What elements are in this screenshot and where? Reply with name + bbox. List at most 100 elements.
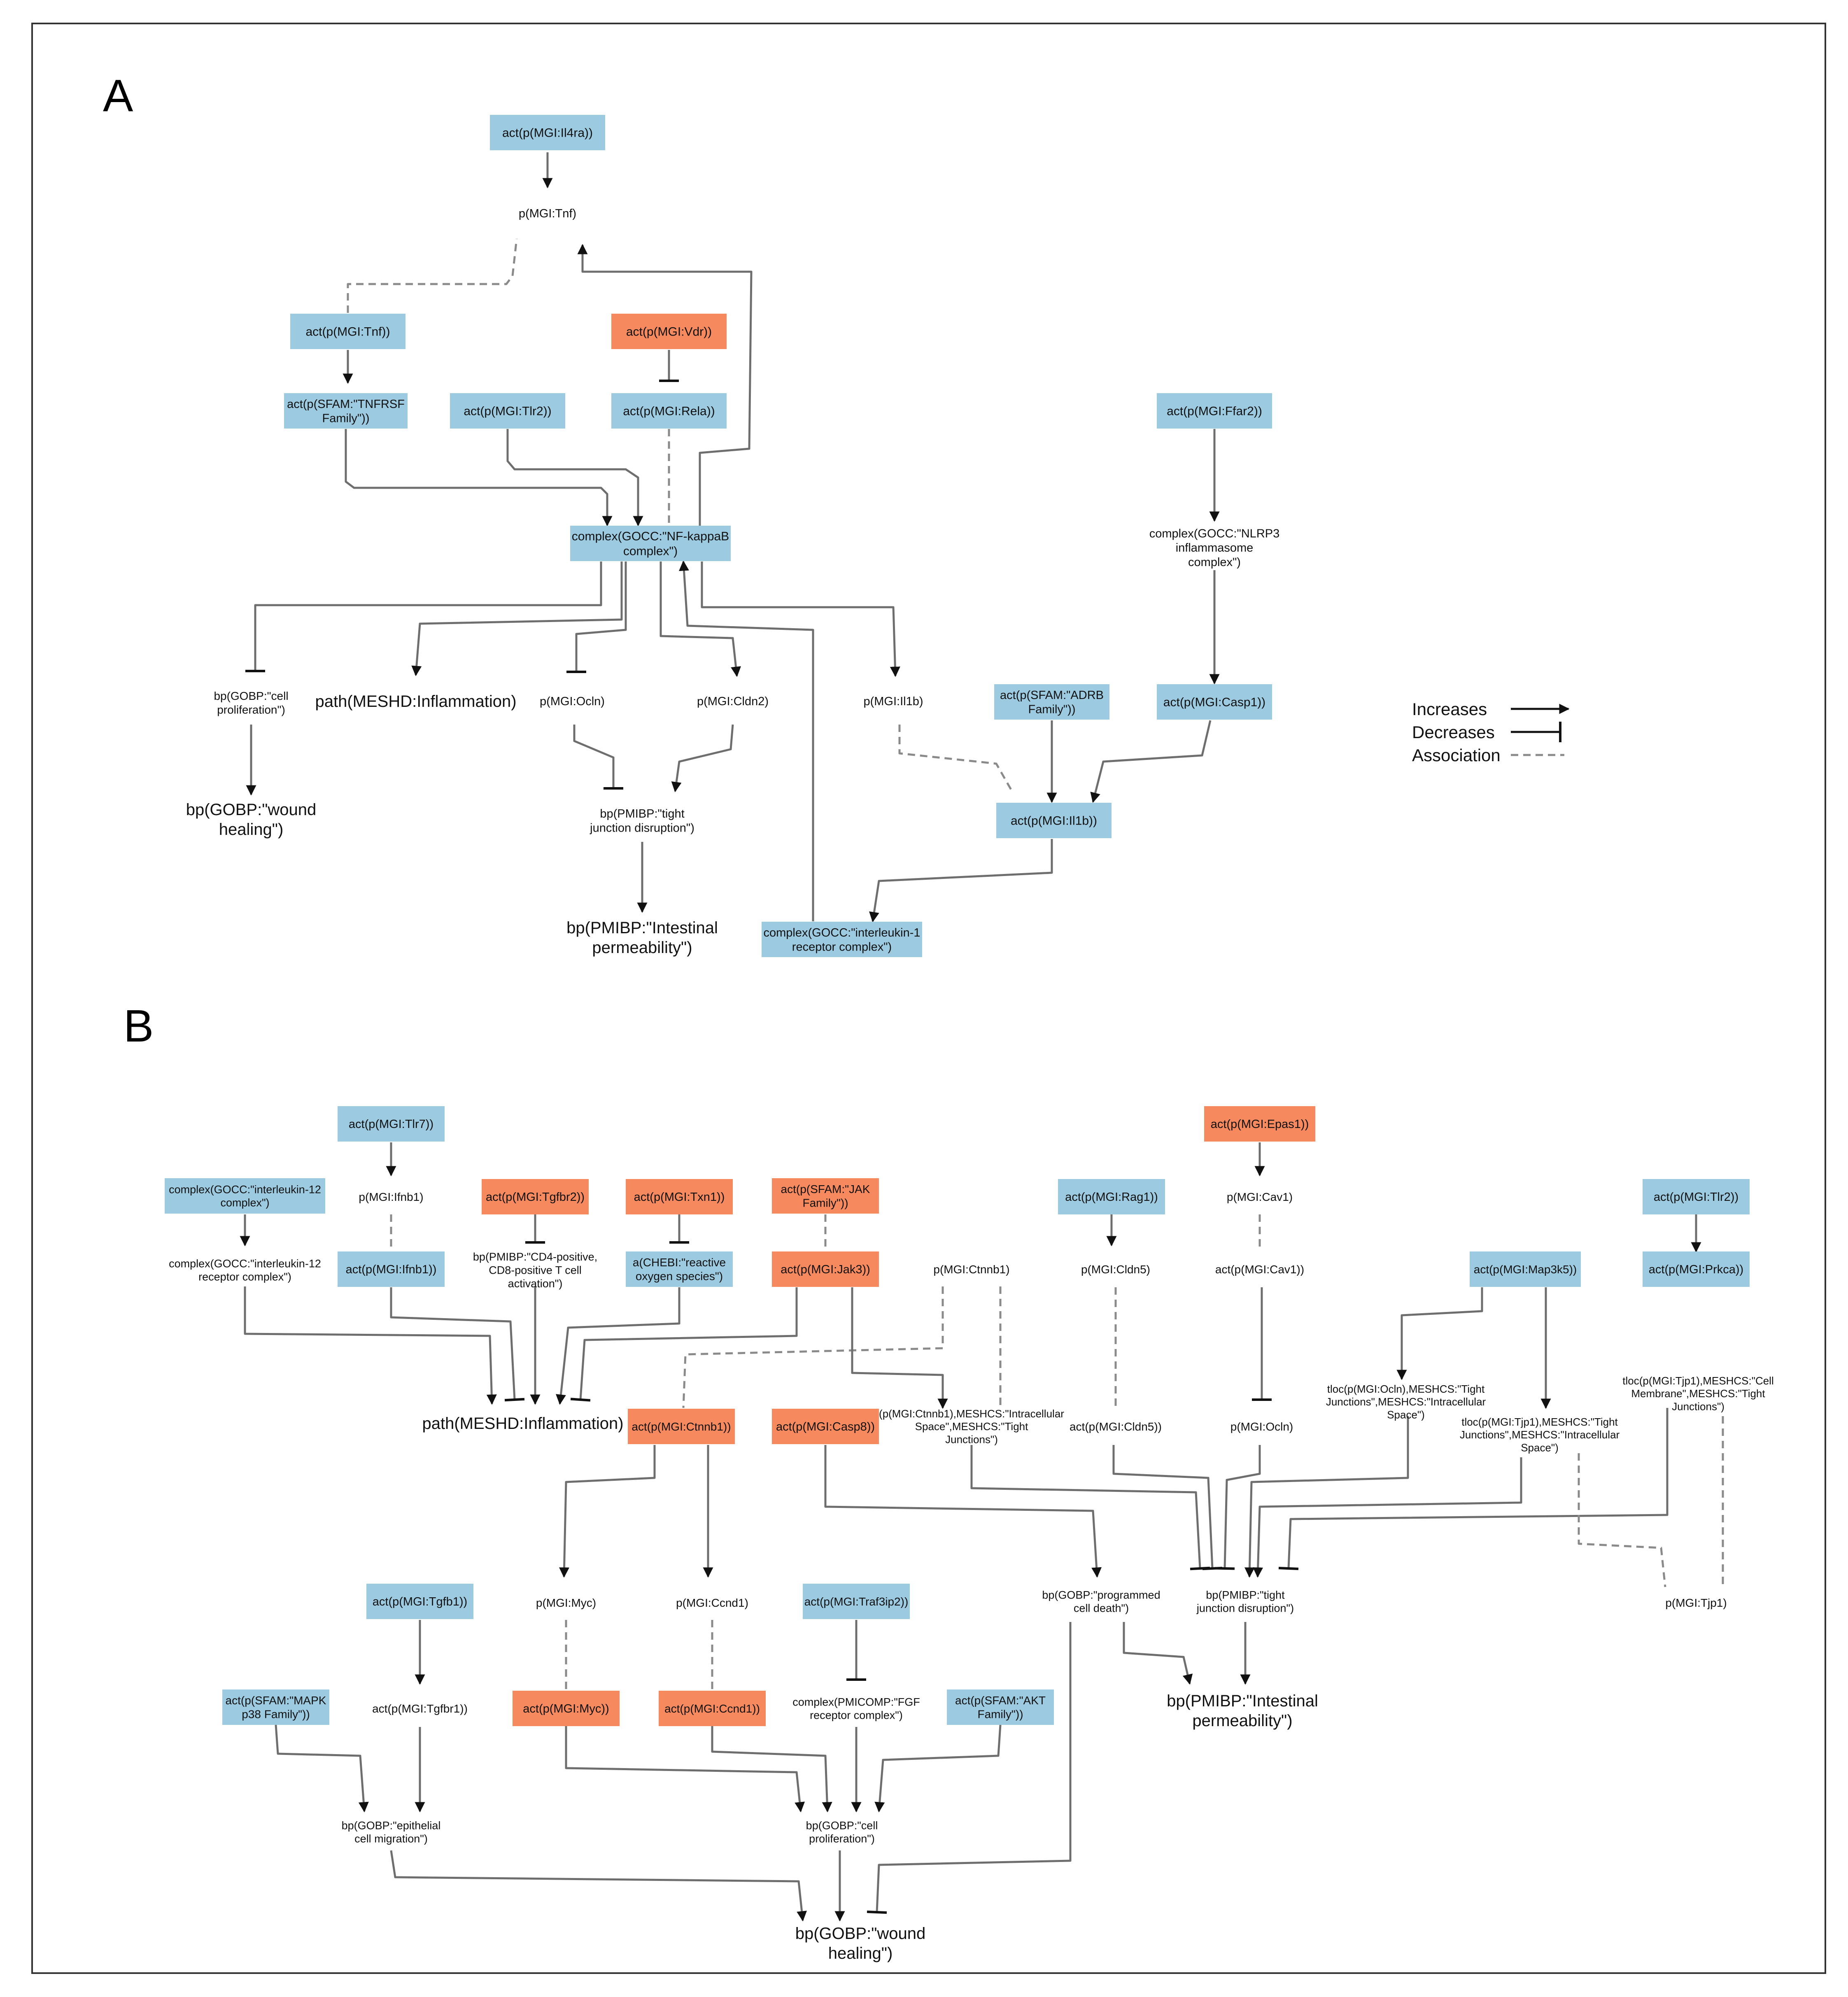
node-label: bp(PMIBP:"CD4-positive, [473,1251,597,1263]
node-b-ifnb1-p: p(MGI:Ifnb1) [359,1191,423,1203]
edge-inc-40 [851,1287,948,1409]
node-label: oxygen species") [636,1270,723,1283]
node-label: act(p(MGI:Tgfbr2)) [486,1191,585,1204]
node-label: cell death") [1074,1602,1129,1615]
node-a-inflam: path(MESHD:Inflammation) [315,692,516,711]
edge-inc-66 [711,1726,832,1813]
node-label: cell migration") [354,1833,428,1845]
edge-assoc-17 [898,725,1014,793]
node-label: CD8-positive T cell [489,1264,582,1276]
node-box [1470,1251,1581,1287]
node-label: bp(PMIBP:"Intestinal [1167,1692,1318,1710]
edge-dec-38-bar [570,1398,591,1402]
node-box [570,526,731,561]
node-b-tloc-tjp1-tj: tloc(p(MGI:Tjp1),MESHCS:"TightJunctions"… [1460,1416,1620,1454]
edge-inc-42 [559,1445,656,1578]
node-box [284,393,408,429]
node-box [996,803,1112,838]
edge-inc-13 [660,562,741,677]
edge-inc-61 [1123,1622,1193,1685]
edge-dec-71-bar [867,1910,887,1914]
edge-dec-38 [579,1287,798,1400]
node-b-cldn5-act: act(p(MGI:Cldn5)) [1070,1420,1162,1433]
node-b-ctnnb1-p: p(MGI:Ctnnb1) [933,1263,1009,1276]
node-label: act(p(MGI:Ctnnb1)) [632,1420,731,1433]
node-a-il1b-act: act(p(MGI:Il1b)) [996,803,1112,838]
node-label: p(MGI:Ccnd1) [676,1596,748,1609]
node-label: tloc(p(MGI:Tjp1),MESHCS:"Tight [1461,1416,1618,1428]
node-b-tlr2: act(p(MGI:Tlr2)) [1643,1179,1750,1214]
node-label: bp(PMIBP:"tight [1206,1589,1285,1601]
node-label: Space") [1387,1408,1425,1421]
edge-inc-51 [1253,1457,1522,1578]
node-b-myc-p: p(MGI:Myc) [536,1596,596,1609]
node-label: act(p(MGI:Ccnd1)) [664,1702,760,1715]
node-label: p(MGI:Cldn2) [697,695,769,708]
node-box [338,1106,445,1142]
node-box [772,1409,879,1444]
node-label: path(MESHD:Inflammation) [422,1414,623,1433]
node-label: complex") [623,545,678,558]
node-b-myc-act: act(p(MGI:Myc)) [513,1691,620,1726]
node-box [659,1691,766,1726]
node-box [1204,1106,1315,1142]
node-box [1157,393,1272,429]
edge-inc-2 [577,244,753,527]
node-b-ctnnb1-complex: (p(MGI:Ctnnb1),MESHCS:"IntracellularSpac… [879,1407,1064,1445]
node-label: healing") [828,1944,893,1962]
node-label: receptor complex") [198,1271,291,1283]
node-label: act(p(MGI:Jak3)) [781,1263,870,1276]
node-label: p(MGI:Tnf) [519,207,576,220]
node-box [450,393,565,429]
edge-inc-6 [506,429,643,527]
node-b-cldn5-p: p(MGI:Cldn5) [1081,1263,1150,1276]
node-b-traf3ip2: act(p(MGI:Traf3ip2)) [803,1584,910,1619]
node-label: complex(GOCC:"interleukin-12 [169,1183,321,1195]
node-box [366,1584,473,1619]
node-label: complex(GOCC:"interleukin-12 [169,1257,321,1270]
edge-dec-71 [876,1622,1072,1913]
node-label: complex(GOCC:"interleukin-1 [764,926,921,939]
node-label: activation") [508,1277,563,1290]
edges-layer [240,152,1724,1922]
edge-dec-12 [575,562,627,672]
node-label: act(p(MGI:Tlr2)) [464,405,551,418]
node-label: act(p(MGI:Tgfbr1)) [372,1702,468,1715]
node-a-ocln: p(MGI:Ocln) [540,695,605,708]
node-label: act(p(SFAM:"ADRB [1000,689,1104,702]
node-label: act(p(MGI:Cldn5)) [1070,1420,1162,1433]
node-a-tnf-act: act(p(MGI:Tnf)) [290,314,405,349]
node-label: Junctions") [1672,1400,1724,1412]
node-label: act(p(MGI:Tlr2)) [1654,1191,1738,1204]
node-label: a(CHEBI:"reactive [633,1256,726,1269]
node-box [762,922,922,957]
edge-inc-11 [411,562,623,676]
node-label: bp(PMIBP:"Intestinal [566,919,718,937]
edge-dec-15 [573,725,615,788]
node-label: receptor complex") [792,941,892,954]
edge-assoc-56 [1578,1453,1666,1587]
node-b-ocln: p(MGI:Ocln) [1230,1420,1293,1433]
node-label: act(p(MGI:Epas1)) [1211,1118,1309,1131]
node-box [1157,684,1272,720]
node-label: bp(GOBP:"programmed [1042,1589,1160,1601]
node-label: permeability") [1192,1712,1292,1730]
node-a-ffar2: act(p(MGI:Ffar2)) [1157,393,1272,429]
node-label: p(MGI:Il1b) [863,695,923,708]
edge-inc-5 [345,429,613,527]
edge-inc-68 [874,1724,1002,1813]
node-label: tloc(p(MGI:Tjp1),MESHCS:"Cell [1622,1375,1774,1387]
edge-dec-35 [390,1287,516,1400]
node-label: junction disruption") [1196,1602,1294,1615]
node-label: Junctions") [945,1433,998,1445]
node-label: receptor complex") [810,1709,903,1722]
edge-dec-52-bar [1278,1567,1299,1570]
node-box [772,1178,879,1214]
node-a-rela: act(p(MGI:Rela)) [611,393,727,429]
legend-decreases-label: Decreases [1412,722,1495,742]
node-label: inflammasome [1176,541,1254,555]
